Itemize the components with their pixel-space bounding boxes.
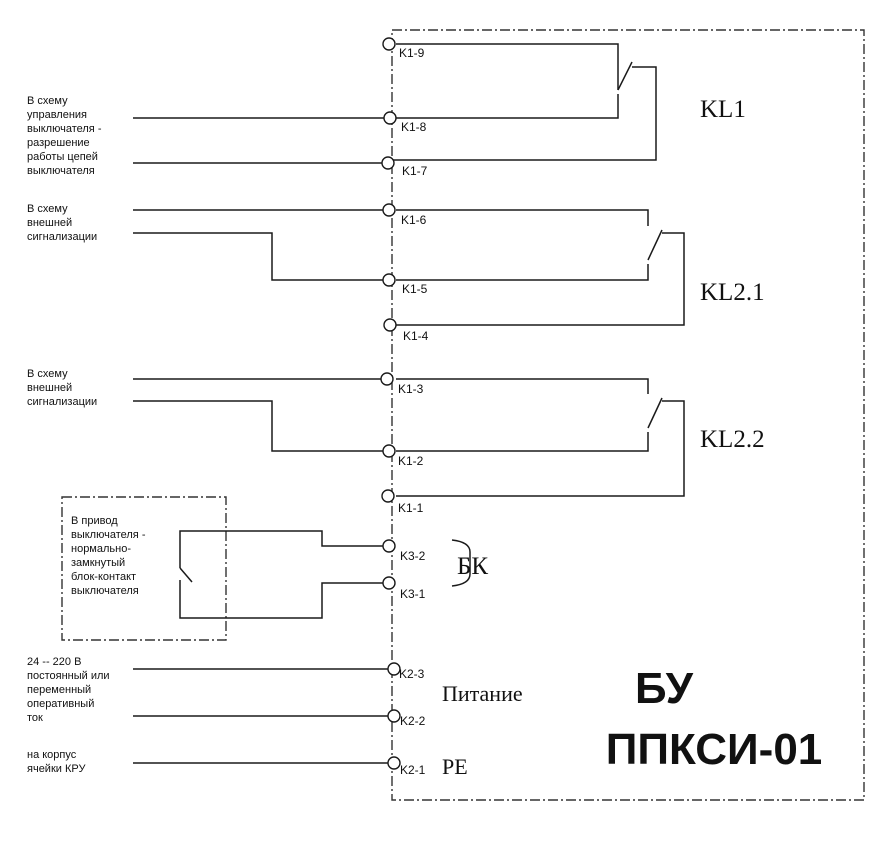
svg-text:K1-3: K1-3 — [398, 382, 424, 396]
svg-text:сигнализации: сигнализации — [27, 231, 97, 243]
terminal-k1-5: K1-5 — [382, 273, 428, 296]
terminal-k2-3: K2-3 — [387, 662, 425, 681]
svg-text:разрешение: разрешение — [27, 137, 90, 149]
note-housing: на корпус ячейки КРУ — [27, 749, 86, 775]
svg-text:выключателя: выключателя — [71, 585, 139, 597]
relay-kl2-1-wiring — [133, 209, 685, 326]
terminal-k1-4: K1-4 — [383, 318, 429, 343]
device-name-line2: ППКСИ-01 — [606, 725, 823, 774]
svg-text:K1-1: K1-1 — [398, 501, 424, 515]
note-signal-2: В схему внешней сигнализации — [27, 368, 97, 408]
note-signal-1: В схему внешней сигнализации — [27, 203, 97, 243]
svg-text:K1-9: K1-9 — [399, 46, 425, 60]
power-label: Питание — [442, 681, 523, 706]
svg-text:В схему: В схему — [27, 203, 68, 215]
svg-text:K3-1: K3-1 — [400, 587, 426, 601]
svg-text:В привод: В привод — [71, 515, 118, 527]
note-power: 24 -- 220 В постоянный или переменный оп… — [27, 656, 110, 724]
svg-text:оперативный: оперативный — [27, 698, 94, 710]
relay-kl2-2-wiring — [133, 378, 685, 497]
svg-text:переменный: переменный — [27, 684, 91, 696]
bk-label: БК — [457, 553, 488, 580]
terminal-k1-8: K1-8 — [383, 111, 427, 134]
relay-label-kl2-2: KL2.2 — [700, 426, 765, 453]
svg-text:постоянный или: постоянный или — [27, 670, 110, 682]
svg-text:на корпус: на корпус — [27, 749, 77, 761]
svg-text:ячейки КРУ: ячейки КРУ — [27, 763, 86, 775]
svg-text:K1-5: K1-5 — [402, 282, 428, 296]
svg-text:K2-2: K2-2 — [400, 714, 426, 728]
svg-text:выключателя -: выключателя - — [27, 123, 102, 135]
device-enclosure — [391, 29, 865, 801]
terminal-k1-1: K1-1 — [381, 489, 424, 515]
svg-text:K2-1: K2-1 — [400, 763, 426, 777]
svg-text:В схему: В схему — [27, 95, 68, 107]
svg-text:ток: ток — [27, 712, 43, 724]
svg-text:нормально-: нормально- — [71, 543, 131, 555]
svg-text:В схему: В схему — [27, 368, 68, 380]
bk-wiring — [179, 530, 471, 619]
relay-kl1-wiring — [133, 43, 657, 164]
power-wiring — [133, 668, 388, 764]
svg-text:блок-контакт: блок-контакт — [71, 571, 136, 583]
note-control-circuit: В схему управления выключателя - разреше… — [27, 95, 102, 177]
terminal-k1-2: K1-2 — [382, 444, 424, 468]
svg-text:внешней: внешней — [27, 382, 72, 394]
svg-text:K1-6: K1-6 — [401, 213, 427, 227]
svg-text:24 -- 220 В: 24 -- 220 В — [27, 656, 81, 668]
terminal-k3-1: K3-1 — [382, 576, 426, 601]
svg-text:работы цепей: работы цепей — [27, 151, 98, 163]
svg-text:K1-2: K1-2 — [398, 454, 424, 468]
device-name-line1: БУ — [635, 664, 694, 713]
svg-text:замкнутый: замкнутый — [71, 557, 125, 569]
svg-text:K1-8: K1-8 — [401, 120, 427, 134]
terminal-k1-6: K1-6 — [382, 203, 427, 227]
pe-label: PE — [442, 754, 468, 779]
terminal-k1-9: K1-9 — [382, 37, 425, 60]
svg-text:выключателя -: выключателя - — [71, 529, 146, 541]
svg-text:управления: управления — [27, 109, 87, 121]
terminal-k1-7: K1-7 — [381, 156, 428, 178]
svg-text:K1-7: K1-7 — [402, 164, 428, 178]
relay-label-kl1: KL1 — [700, 96, 746, 123]
terminal-k2-2: K2-2 — [387, 709, 426, 728]
relay-label-kl2-1: KL2.1 — [700, 279, 765, 306]
svg-text:K1-4: K1-4 — [403, 329, 429, 343]
svg-text:сигнализации: сигнализации — [27, 396, 97, 408]
svg-text:K2-3: K2-3 — [399, 667, 425, 681]
terminal-k1-3: K1-3 — [380, 372, 424, 396]
svg-text:K3-2: K3-2 — [400, 549, 426, 563]
note-drive: В привод выключателя - нормально- замкну… — [71, 515, 146, 597]
terminal-k3-2: K3-2 — [382, 539, 426, 563]
svg-text:внешней: внешней — [27, 217, 72, 229]
terminal-k2-1: K2-1 — [387, 756, 426, 777]
svg-text:выключателя: выключателя — [27, 165, 95, 177]
drive-block — [61, 496, 227, 641]
